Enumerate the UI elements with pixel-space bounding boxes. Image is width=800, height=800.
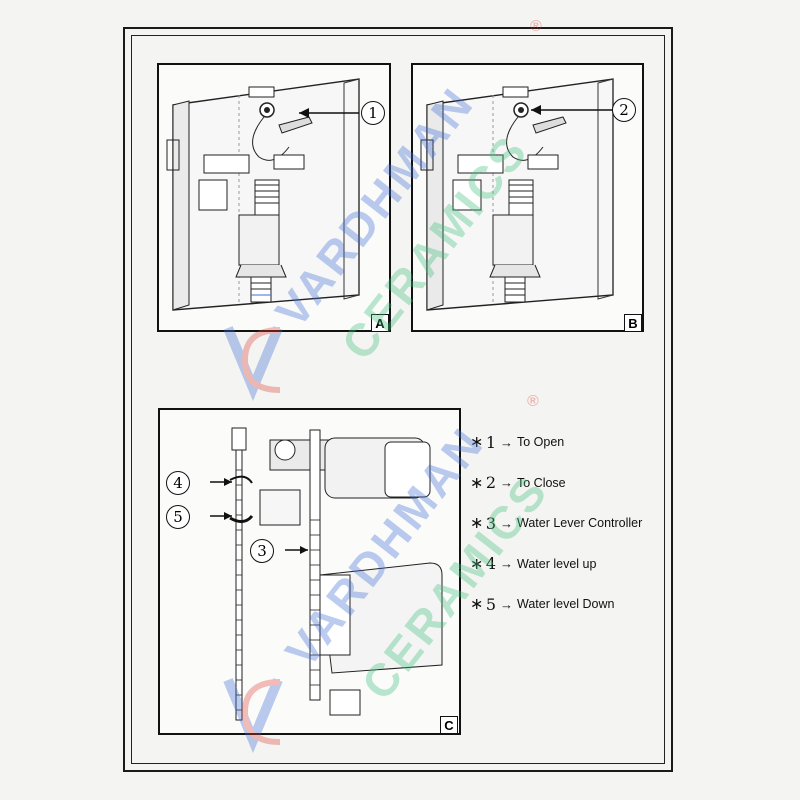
panel-a: 1 A (157, 63, 391, 332)
legend-item: ∗ 2 → To Close (470, 463, 670, 504)
watermark-reg-top: ® (530, 18, 545, 35)
legend-number: 1 (485, 432, 497, 452)
legend-label: To Open (517, 435, 565, 450)
legend-number: 5 (485, 594, 497, 614)
arrow-right-icon: → (500, 556, 513, 572)
panel-b-tag: B (624, 314, 642, 332)
outer-frame (123, 27, 673, 772)
callout-5: 5 (166, 505, 190, 529)
callout-2: 2 (612, 98, 636, 122)
panel-b: 2 B (411, 63, 644, 332)
legend-item: ∗ 3 → Water Lever Controller (470, 503, 670, 544)
arrow-right-icon: → (500, 596, 513, 612)
arrow-right-icon: → (500, 515, 513, 531)
panel-a-tag: A (371, 314, 389, 332)
arrow-right-icon: → (500, 475, 513, 491)
legend-number: 3 (485, 513, 497, 533)
fill-valve-drawing (210, 427, 443, 721)
legend-label: To Close (517, 475, 566, 490)
legend-label: Water level Down (517, 597, 615, 612)
asterisk: ∗ (470, 596, 484, 614)
panel-c: 4 5 3 C (158, 408, 461, 735)
inner-frame (131, 35, 665, 764)
legend-item: ∗ 1 → To Open (470, 422, 670, 463)
arrow-right-icon: → (500, 434, 513, 450)
asterisk: ∗ (470, 515, 484, 533)
asterisk: ∗ (470, 474, 484, 492)
callout-4: 4 (166, 471, 190, 495)
asterisk: ∗ (470, 434, 484, 452)
watermark-reg-bottom: ® (527, 393, 542, 410)
asterisk: ∗ (470, 555, 484, 573)
legend: ∗ 1 → To Open ∗ 2 → To Close ∗ 3 → Water… (470, 422, 670, 625)
legend-number: 4 (485, 554, 497, 574)
cistern-drawing-b (420, 78, 614, 311)
legend-number: 2 (485, 473, 497, 493)
panel-c-tag: C (440, 716, 458, 734)
callout-3: 3 (250, 539, 274, 563)
legend-item: ∗ 4 → Water level up (470, 544, 670, 585)
legend-label: Water level up (517, 556, 597, 571)
legend-label: Water Lever Controller (517, 516, 643, 531)
cistern-drawing-a (166, 78, 360, 311)
legend-item: ∗ 5 → Water level Down (470, 584, 670, 625)
callout-1: 1 (361, 101, 385, 125)
